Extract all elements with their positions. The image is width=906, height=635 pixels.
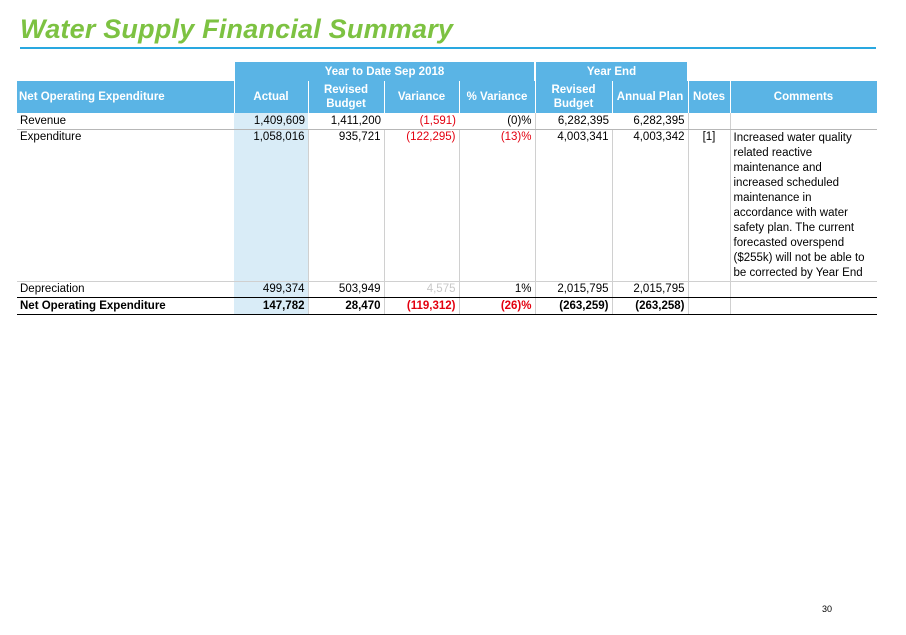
col-header-comments: Comments bbox=[730, 81, 878, 113]
cell-annual-plan: (263,258) bbox=[611, 297, 688, 315]
cell-comments bbox=[729, 297, 877, 315]
cell-annual-plan: 4,003,342 bbox=[611, 129, 688, 281]
cell-variance: 4,575 bbox=[383, 280, 459, 298]
cell-annual-plan: 6,282,395 bbox=[612, 113, 688, 130]
cell-annual-plan: 2,015,795 bbox=[611, 280, 688, 298]
cell-notes: [1] bbox=[687, 129, 730, 281]
cell-actual: 499,374 bbox=[234, 280, 308, 298]
col-header-notes: Notes bbox=[688, 81, 731, 113]
row-label: Expenditure bbox=[20, 130, 82, 143]
cell-ye-revised-budget: 2,015,795 bbox=[534, 280, 612, 298]
group-header-blank-right bbox=[688, 62, 878, 81]
cell-pct-variance: 1% bbox=[458, 280, 535, 298]
col-header-variance: Variance bbox=[384, 81, 460, 113]
group-header-year-end: Year End bbox=[535, 62, 689, 81]
title-underline bbox=[20, 47, 876, 49]
cell-revised-budget: 1,411,200 bbox=[308, 113, 384, 130]
cell-revised-budget: 503,949 bbox=[307, 280, 384, 298]
row-label: Revenue bbox=[17, 113, 234, 130]
cell-revised-budget: 935,721 bbox=[307, 129, 384, 281]
cell-revised-budget: 28,470 bbox=[307, 297, 384, 315]
cell-notes bbox=[687, 113, 730, 130]
col-header-revised-budget: Revised Budget bbox=[308, 81, 385, 113]
cell-actual: 147,782 bbox=[234, 297, 308, 315]
group-header-blank bbox=[17, 62, 235, 81]
col-header-label: Net Operating Expenditure bbox=[17, 81, 235, 113]
row-label: Net Operating Expenditure bbox=[17, 297, 234, 315]
cell-pct-variance: (0)% bbox=[459, 113, 535, 130]
cell-pct-variance: (13)% bbox=[458, 129, 535, 281]
cell-variance: (1,591) bbox=[384, 113, 459, 130]
group-header-row: Year to Date Sep 2018 Year End bbox=[17, 62, 878, 81]
col-header-annual-plan: Annual Plan bbox=[612, 81, 689, 113]
cell-ye-revised-budget: 4,003,341 bbox=[534, 129, 612, 281]
row-label: Depreciation bbox=[17, 280, 234, 298]
cell-pct-variance: (26)% bbox=[458, 297, 535, 315]
page-title: Water Supply Financial Summary bbox=[20, 14, 454, 44]
cell-ye-revised-budget: 6,282,395 bbox=[534, 113, 612, 130]
financial-summary-table: Year to Date Sep 2018 Year End Net Opera… bbox=[17, 62, 878, 315]
cell-comments: Increased water quality related reactive… bbox=[729, 129, 877, 281]
cell-variance: (122,295) bbox=[383, 129, 459, 281]
table-row-expenditure: Expenditure 1,058,016 935,721 (122,295) … bbox=[17, 129, 877, 281]
cell-ye-revised-budget: (263,259) bbox=[534, 297, 612, 315]
group-header-ytd: Year to Date Sep 2018 bbox=[234, 62, 536, 81]
cell-variance: (119,312) bbox=[383, 297, 459, 315]
col-header-pct-variance: % Variance bbox=[459, 81, 536, 113]
col-header-actual: Actual bbox=[234, 81, 309, 113]
cell-notes bbox=[687, 280, 730, 298]
col-header-ye-revised-budget: Revised Budget bbox=[535, 81, 613, 113]
table-row-depreciation: Depreciation 499,374 503,949 4,575 1% 2,… bbox=[17, 280, 877, 298]
cell-actual: 1,409,609 bbox=[234, 113, 308, 130]
table-row-net-operating-expenditure: Net Operating Expenditure 147,782 28,470… bbox=[17, 297, 877, 315]
cell-comments bbox=[729, 280, 877, 298]
cell-notes bbox=[687, 297, 730, 315]
page-number: 30 bbox=[822, 604, 833, 614]
table-row-revenue: Revenue 1,409,609 1,411,200 (1,591) (0)%… bbox=[17, 113, 877, 130]
cell-comments bbox=[729, 113, 877, 130]
cell-actual: 1,058,016 bbox=[234, 129, 308, 281]
column-header-row: Net Operating Expenditure Actual Revised… bbox=[17, 81, 878, 113]
